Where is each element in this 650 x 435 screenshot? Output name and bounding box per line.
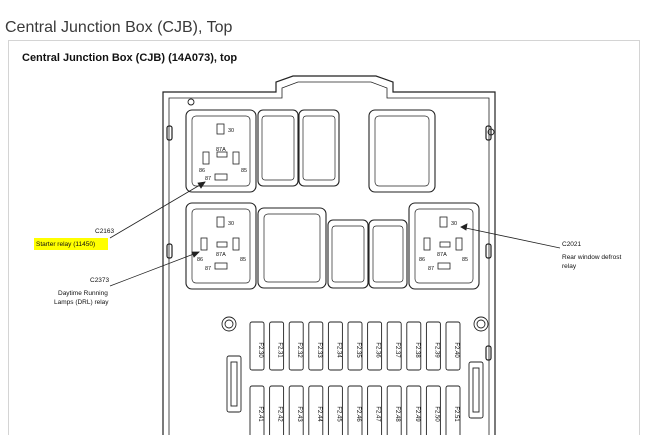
upper-relay-row <box>185 109 436 193</box>
pin-30: 30 <box>451 221 457 227</box>
fuse-slot <box>288 321 304 371</box>
fuse-label: F2.47 <box>375 406 381 422</box>
callout-rear-defrost-line2: relay <box>562 263 577 270</box>
side-connector-right <box>468 361 484 419</box>
relay-terminals-mid <box>200 216 240 270</box>
fuse-slot <box>347 321 363 371</box>
fuse-label: F2.37 <box>394 342 400 358</box>
fuse-label: F2.34 <box>335 342 341 358</box>
pin-87a: 87A <box>437 252 447 258</box>
fuse-slot <box>386 321 402 371</box>
callout-rear-defrost-line1: Rear window defrost <box>562 254 621 261</box>
fuse-slot <box>249 321 265 371</box>
fuse-slot <box>386 385 402 435</box>
fuse-slot <box>425 385 441 435</box>
pin-30: 30 <box>228 221 234 227</box>
fuse-label: F2.44 <box>316 406 322 422</box>
fuse-slot <box>367 321 383 371</box>
fuse-label: F2.36 <box>375 342 381 358</box>
fuse-slot <box>406 321 422 371</box>
fuse-label: F2.50 <box>433 406 439 422</box>
fuse-label: F2.31 <box>277 342 283 358</box>
callout-code-c2163: C2163 <box>95 228 115 235</box>
middle-relay-row <box>185 202 480 290</box>
diagram-title: Central Junction Box (CJB) (14A073), top <box>22 52 238 64</box>
side-connector-left <box>226 355 242 413</box>
callout-drl-relay-line1: Daytime Running <box>58 290 108 297</box>
fuse-label: F2.39 <box>433 342 439 358</box>
pin-87a: 87A <box>216 147 226 153</box>
fuse-label: F2.51 <box>453 406 459 422</box>
fuse-label: F2.43 <box>296 406 302 422</box>
fuse-label: F2.48 <box>394 406 400 422</box>
fuse-label: F2.35 <box>355 342 361 358</box>
pin-86: 86 <box>199 168 205 174</box>
fuse-slot <box>327 385 343 435</box>
fuse-slot <box>445 321 461 371</box>
fuse-slot <box>445 385 461 435</box>
fuse-slot <box>288 385 304 435</box>
callout-leaders <box>109 181 561 287</box>
callout-starter-relay: Starter relay (11450) <box>36 241 95 248</box>
fuse-label: F2.30 <box>257 342 263 358</box>
fuse-slot <box>327 321 343 371</box>
pin-86: 86 <box>419 257 425 263</box>
relay-terminals-right <box>423 216 463 270</box>
fuse-label: F2.38 <box>414 342 420 358</box>
pin-87: 87 <box>205 266 211 272</box>
pin-87: 87 <box>428 266 434 272</box>
callout-code-c2021: C2021 <box>562 241 582 248</box>
pin-87: 87 <box>205 176 211 182</box>
fuse-label: F2.45 <box>335 406 341 422</box>
pin-85: 85 <box>240 257 246 263</box>
fuse-rows: F2.30 F2.31 F2.32 F2.33 F2.34 F2.35 F2.36 F2.37… <box>249 321 461 435</box>
pin-86: 86 <box>197 257 203 263</box>
page-title: Central Junction Box (CJB), Top <box>5 19 233 36</box>
fuse-slot <box>367 385 383 435</box>
fuse-slot <box>406 385 422 435</box>
fuse-label: F2.49 <box>414 406 420 422</box>
cjb-housing <box>162 75 496 435</box>
pin-30: 30 <box>228 128 234 134</box>
fuse-label: F2.40 <box>453 342 459 358</box>
fuse-slot <box>425 321 441 371</box>
starter-relay-highlight <box>34 238 108 250</box>
callout-code-c2373: C2373 <box>90 277 110 284</box>
fuse-slot <box>347 385 363 435</box>
fuse-slot <box>308 385 324 435</box>
fuse-slot <box>308 321 324 371</box>
relay-terminals-top <box>202 123 240 181</box>
fuse-label: F2.42 <box>277 406 283 422</box>
pin-85: 85 <box>462 257 468 263</box>
fuse-slot <box>249 385 265 435</box>
mounting-bosses <box>187 98 495 332</box>
fuse-label: F2.32 <box>296 342 302 358</box>
callout-drl-relay-line2: Lamps (DRL) relay <box>54 299 109 306</box>
diagram-panel <box>8 40 640 435</box>
fuse-label: F2.46 <box>355 406 361 422</box>
fuse-label: F2.41 <box>257 406 263 422</box>
fuse-slot <box>269 321 285 371</box>
fuse-slot <box>269 385 285 435</box>
pin-85: 85 <box>241 168 247 174</box>
pin-87a: 87A <box>216 252 226 258</box>
fuse-label: F2.33 <box>316 342 322 358</box>
